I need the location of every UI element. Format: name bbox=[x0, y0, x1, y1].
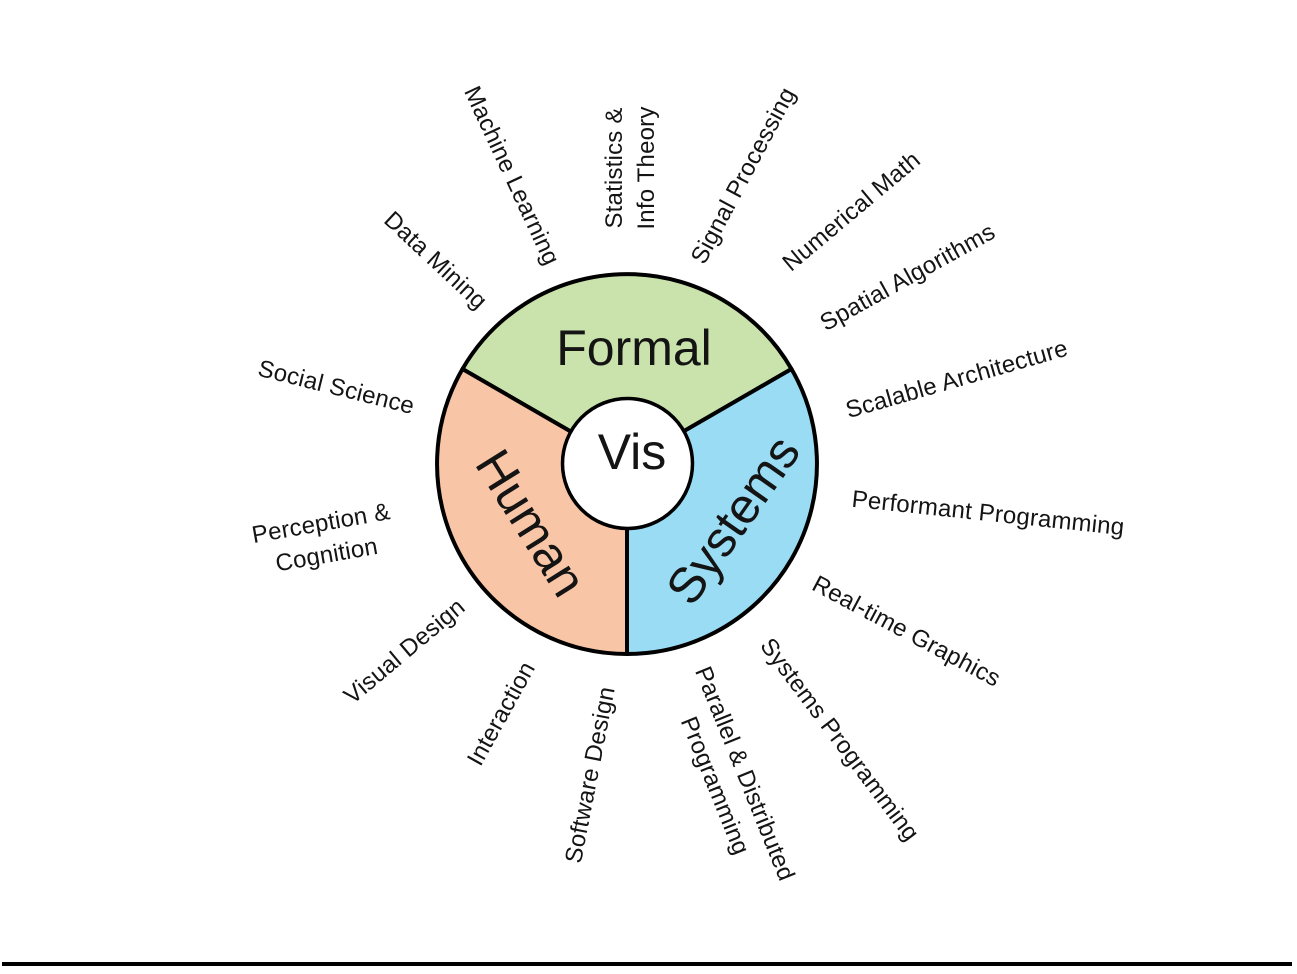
label-line: Visual Design bbox=[338, 593, 471, 710]
label-line: Data Mining bbox=[378, 206, 493, 315]
hub-circle bbox=[560, 396, 695, 531]
label-numerical-math: Numerical Math bbox=[776, 145, 928, 279]
sector-formal bbox=[460, 272, 794, 466]
label-line: Software Design bbox=[560, 684, 621, 866]
label-line: Machine Learning bbox=[458, 82, 565, 270]
label-line: Interaction bbox=[461, 657, 542, 771]
label-line: Signal Processing bbox=[685, 83, 802, 269]
label-signal-processing: Signal Processing bbox=[684, 82, 804, 270]
label-social-science: Social Science bbox=[254, 353, 417, 423]
label-line: Social Science bbox=[255, 354, 418, 420]
label-scalable-architecture: Scalable Architecture bbox=[842, 333, 1072, 427]
label-perception-cognition: Perception &Cognition bbox=[250, 496, 399, 584]
label-performant-programming: Performant Programming bbox=[850, 484, 1126, 545]
label-line: Numerical Math bbox=[777, 146, 926, 277]
label-software-design: Software Design bbox=[558, 684, 624, 866]
label-real-time-graphics: Real-time Graphics bbox=[806, 569, 1006, 696]
label-interaction: Interaction bbox=[460, 656, 544, 772]
label-line: Real-time Graphics bbox=[807, 570, 1005, 693]
label-line: Performant Programming bbox=[850, 485, 1126, 542]
label-data-mining: Data Mining bbox=[376, 205, 493, 317]
label-line: Statistics & bbox=[600, 107, 628, 229]
label-statistics-info-theory: Statistics &Info Theory bbox=[599, 106, 663, 229]
label-line: Info Theory bbox=[633, 106, 660, 230]
sector-title-formal: Formal bbox=[556, 320, 712, 376]
hub-title: Vis bbox=[598, 424, 667, 480]
label-machine-learning: Machine Learning bbox=[455, 81, 566, 270]
bottom-rule bbox=[2, 962, 1292, 966]
label-visual-design: Visual Design bbox=[338, 592, 473, 712]
label-line: Scalable Architecture bbox=[842, 334, 1071, 425]
